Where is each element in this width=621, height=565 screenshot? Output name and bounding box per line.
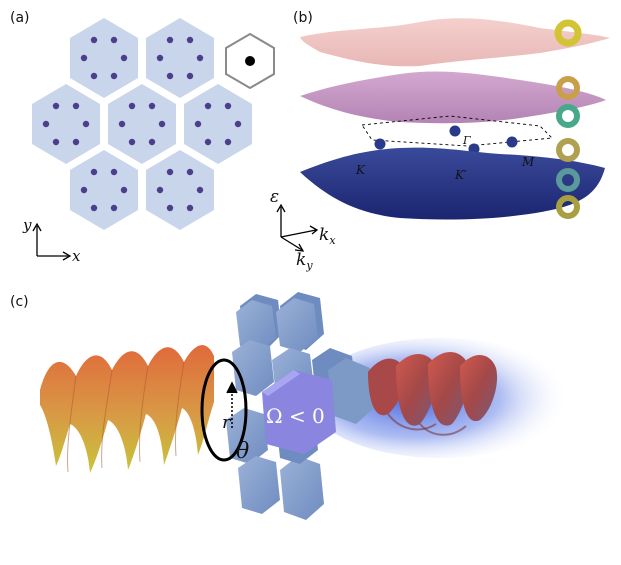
axis-y-label: y bbox=[22, 216, 32, 234]
axis-ky-label: ky bbox=[296, 250, 313, 272]
hexagon-lattice bbox=[32, 18, 252, 230]
winding-rings bbox=[554, 19, 582, 219]
panel-b-label: (b) bbox=[293, 10, 313, 26]
hexagon-cell bbox=[184, 84, 252, 164]
lattice-sites bbox=[42, 36, 242, 212]
brillouin-zone bbox=[361, 115, 553, 155]
panel-b-axes bbox=[276, 203, 319, 252]
hexagon-cell bbox=[32, 84, 100, 164]
panel-c-label: (c) bbox=[10, 294, 29, 310]
prism-stack bbox=[226, 292, 374, 520]
unit-cell-inset bbox=[225, 32, 275, 90]
hexagon-cell bbox=[70, 150, 138, 230]
angle-label: θ bbox=[236, 439, 249, 464]
point-M: M bbox=[521, 155, 535, 169]
band-top bbox=[300, 18, 610, 67]
axis-energy-label: ε bbox=[270, 187, 279, 207]
highlight-prism bbox=[262, 370, 336, 454]
panel-a-axes bbox=[32, 222, 72, 261]
point-gamma: Γ bbox=[462, 134, 471, 147]
point-Kprime: K′ bbox=[454, 168, 467, 182]
helical-beam bbox=[368, 352, 498, 436]
band-middle bbox=[300, 71, 606, 124]
hexagon-cell bbox=[146, 18, 214, 98]
point-K: K bbox=[355, 163, 366, 177]
hexagon-cell bbox=[70, 18, 138, 98]
panel-a-label: (a) bbox=[10, 10, 30, 26]
axis-kx-label: kx bbox=[319, 225, 336, 247]
hexagon-cell bbox=[108, 84, 176, 164]
axis-x-label: x bbox=[72, 247, 81, 265]
radius-label: r bbox=[222, 412, 232, 433]
hexagon-cell bbox=[146, 150, 214, 230]
berry-curvature-label: Ω < 0 bbox=[266, 404, 325, 428]
orbit-loop bbox=[200, 358, 248, 462]
band-bottom bbox=[300, 147, 605, 220]
incident-wave bbox=[40, 345, 214, 473]
